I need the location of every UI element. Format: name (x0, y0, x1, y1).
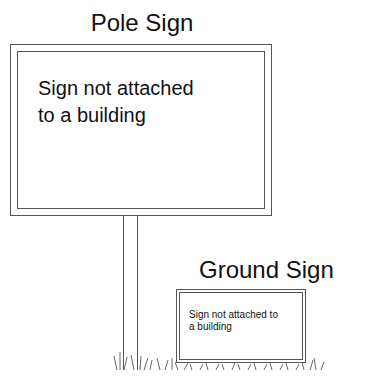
sign-text: Sign not attached to a building (189, 309, 284, 333)
ground-sign: Ground SignSign not attached to a buildi… (176, 289, 306, 363)
sign-text: Sign not attached to a building (38, 75, 208, 129)
inner-border (17, 51, 265, 209)
sign-heading: Ground Sign (199, 256, 334, 284)
pole-sign: Pole SignSign not attached to a building (10, 44, 272, 216)
pole (124, 216, 138, 370)
sign-heading: Pole Sign (11, 9, 273, 37)
